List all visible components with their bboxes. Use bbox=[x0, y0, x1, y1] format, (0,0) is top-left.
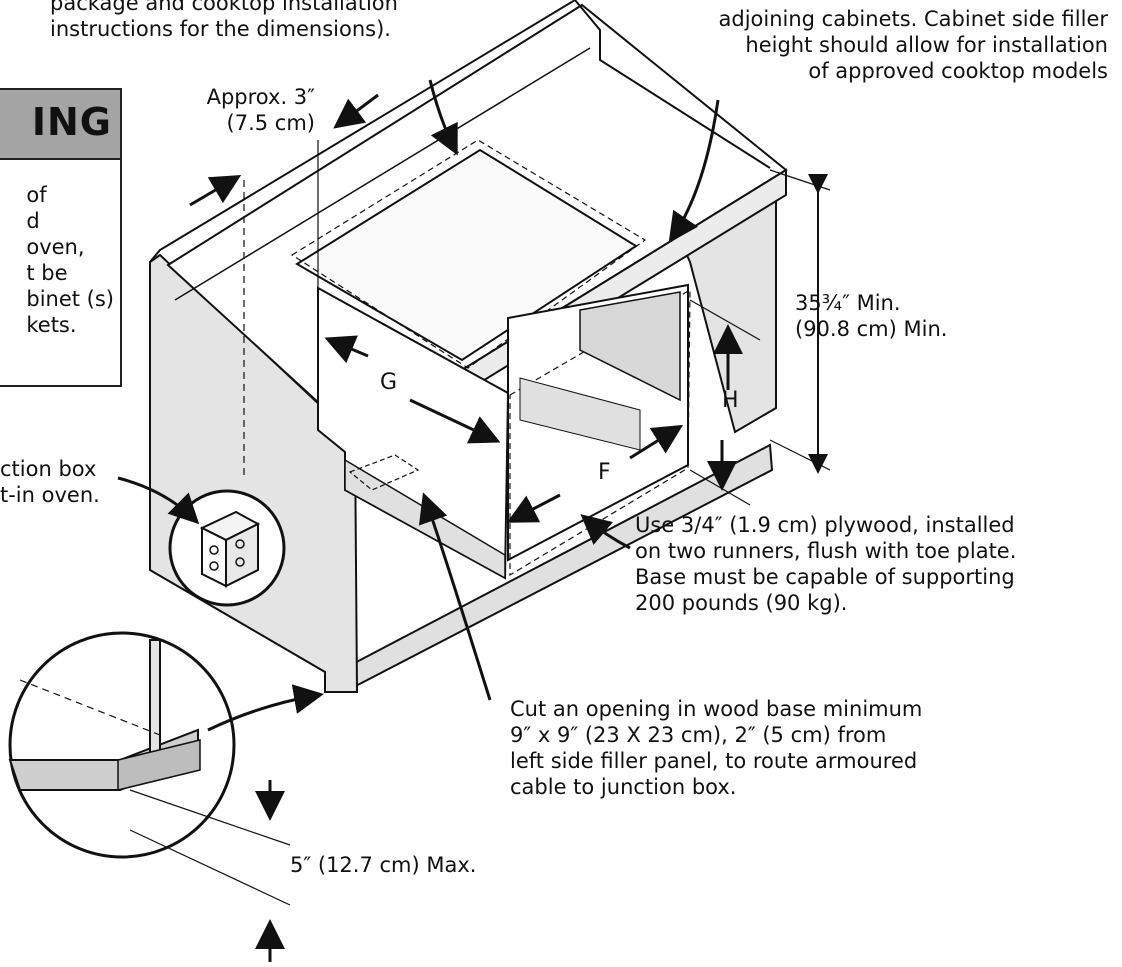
note-line: 9″ x 9″ (23 X 23 cm), 2″ (5 cm) from bbox=[510, 723, 887, 747]
approx-line: Approx. 3″ bbox=[206, 85, 315, 109]
dimension-letter-f: F bbox=[598, 460, 611, 485]
approx-line: (7.5 cm) bbox=[226, 111, 315, 135]
top-left-note: package and cooktop installation instruc… bbox=[50, 0, 398, 42]
height-line: 35¾″ Min. bbox=[795, 291, 901, 315]
note-line: left side filler panel, to route armoure… bbox=[510, 749, 918, 773]
inner-wall bbox=[579, 291, 681, 402]
warning-line: kets. bbox=[26, 313, 77, 337]
note-line: t-in oven. bbox=[0, 483, 100, 507]
note-line: height should allow for installation bbox=[745, 33, 1108, 57]
junction-box-icon bbox=[199, 510, 261, 588]
toe-dim-ext-top bbox=[129, 789, 291, 846]
height-ext-bottom bbox=[769, 439, 831, 471]
cooktop-outline-dashed bbox=[290, 139, 647, 369]
warning-line: t be bbox=[26, 261, 68, 285]
toe-detail-shapes bbox=[8, 639, 201, 791]
plywood-note: Use 3/4″ (1.9 cm) plywood, installed on … bbox=[635, 512, 1016, 616]
top-right-note: adjoining cabinets. Cabinet side filler … bbox=[719, 6, 1109, 84]
junction-note: ction box t-in oven. bbox=[0, 456, 100, 508]
warning-line: binet (s) bbox=[26, 287, 114, 311]
toe-detail-inset bbox=[8, 631, 236, 859]
height-ext-top bbox=[769, 169, 831, 191]
warning-body: of d oven, t be binet (s) kets. bbox=[26, 182, 114, 338]
h-dim-ext bbox=[689, 299, 761, 341]
warning-header: ING bbox=[0, 90, 120, 160]
base-hole-dashed bbox=[348, 454, 420, 491]
note-line: of approved cooktop models bbox=[808, 59, 1108, 83]
height-label: 35¾″ Min. (90.8 cm) Min. bbox=[795, 290, 947, 342]
toe-height-label: 5″ (12.7 cm) Max. bbox=[290, 853, 477, 877]
warning-box: ING of d oven, t be binet (s) kets. bbox=[0, 88, 122, 387]
note-line: cable to junction box. bbox=[510, 775, 737, 799]
height-line: (90.8 cm) Min. bbox=[795, 317, 948, 341]
dimension-letter-h: H bbox=[722, 388, 739, 413]
note-line: adjoining cabinets. Cabinet side filler bbox=[718, 7, 1109, 31]
dimension-letter-g: G bbox=[380, 370, 398, 395]
warning-line: d bbox=[26, 209, 40, 233]
note-line: ction box bbox=[0, 457, 97, 481]
warning-line: oven, bbox=[26, 235, 85, 259]
note-line: Cut an opening in wood base minimum bbox=[510, 697, 923, 721]
pointer-arrows bbox=[117, 79, 743, 962]
note-line: 200 pounds (90 kg). bbox=[635, 591, 848, 615]
approx-label: Approx. 3″ (7.5 cm) bbox=[185, 84, 315, 136]
backsplash bbox=[149, 0, 771, 263]
note-line: Use 3/4″ (1.9 cm) plywood, installed bbox=[635, 513, 1015, 537]
warning-line: of bbox=[26, 183, 47, 207]
note-line: on two runners, flush with toe plate. bbox=[635, 539, 1017, 563]
warning-title: ING bbox=[31, 100, 112, 144]
opening-note: Cut an opening in wood base minimum 9″ x… bbox=[510, 696, 922, 800]
toe-dim-ext-bottom bbox=[129, 829, 291, 906]
h-dim-ext-bottom bbox=[689, 469, 751, 506]
note-line: package and cooktop installation bbox=[50, 0, 398, 15]
note-line: instructions for the dimensions). bbox=[50, 17, 391, 41]
note-line: Base must be capable of supporting bbox=[635, 565, 1015, 589]
